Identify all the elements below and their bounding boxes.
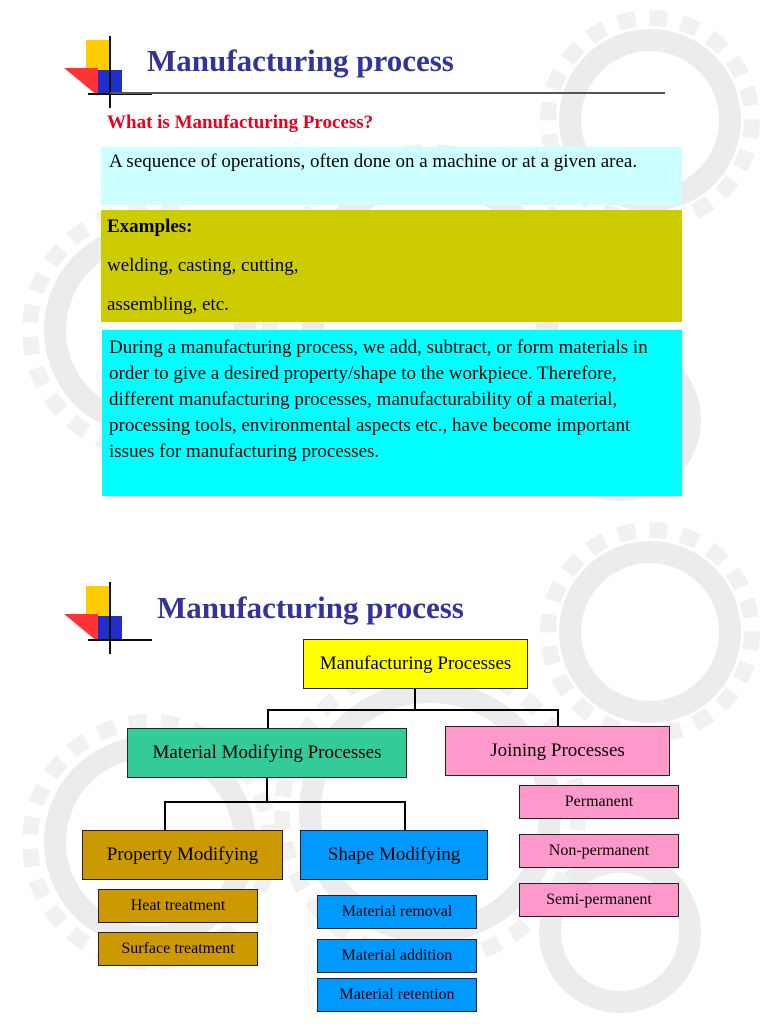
connector-line <box>267 709 269 729</box>
node-non-permanent: Non-permanent <box>519 834 679 868</box>
connector-line <box>557 709 559 727</box>
connector-line <box>404 801 406 831</box>
definition-text: A sequence of operations, often done on … <box>109 151 638 172</box>
examples-line: welding, casting, cutting, <box>107 255 299 276</box>
node-surface-treatment: Surface treatment <box>98 932 258 966</box>
description-text: During a manufacturing process, we add, … <box>109 337 648 462</box>
connector-line <box>414 689 416 710</box>
connector-line <box>164 801 166 831</box>
node-permanent: Permanent <box>519 785 679 819</box>
examples-heading: Examples: <box>107 216 193 237</box>
node-material-addition: Material addition <box>317 939 477 973</box>
connector-line <box>164 801 406 803</box>
node-joining-processes: Joining Processes <box>445 726 670 776</box>
node-material-retention: Material retention <box>317 978 477 1012</box>
connector-line <box>266 778 268 802</box>
slide-logo-icon <box>64 36 152 108</box>
definition-box: A sequence of operations, often done on … <box>101 147 682 205</box>
question-heading: What is Manufacturing Process? <box>107 112 374 133</box>
title-divider <box>110 92 665 94</box>
node-manufacturing-processes: Manufacturing Processes <box>303 639 528 689</box>
node-property-modifying: Property Modifying <box>82 830 283 880</box>
slide-logo-icon <box>64 582 152 654</box>
node-material-removal: Material removal <box>317 895 477 929</box>
node-material-modifying: Material Modifying Processes <box>127 728 407 778</box>
node-shape-modifying: Shape Modifying <box>300 830 488 880</box>
description-box: During a manufacturing process, we add, … <box>102 330 682 496</box>
examples-box: Examples: welding, casting, cutting, ass… <box>101 210 682 322</box>
examples-line: assembling, etc. <box>107 294 229 315</box>
slide2-title: Manufacturing process <box>157 590 464 625</box>
node-semi-permanent: Semi-permanent <box>519 883 679 917</box>
slide1-title: Manufacturing process <box>147 43 454 78</box>
node-heat-treatment: Heat treatment <box>98 889 258 923</box>
connector-line <box>267 709 559 711</box>
